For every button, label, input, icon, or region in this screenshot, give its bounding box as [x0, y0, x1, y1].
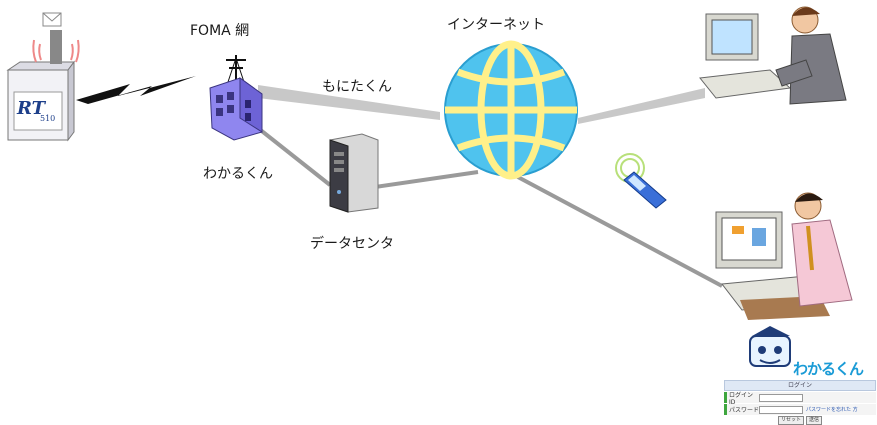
- wakaru-label: わかるくん: [203, 166, 273, 182]
- wakarukun-mascot-icon: [749, 326, 791, 367]
- link-internet-pc2: [515, 174, 723, 288]
- password-label: パスワード: [729, 407, 760, 414]
- login-id-label: ログインID: [729, 391, 754, 406]
- brand-logo: わかるくん: [793, 360, 864, 378]
- internet-globe-icon: [444, 40, 578, 180]
- lightning-icon: [76, 76, 196, 104]
- login-id-input[interactable]: [759, 393, 803, 402]
- foma-tower-icon: [209, 55, 263, 141]
- login-id-row: ログインID: [724, 391, 876, 406]
- rt510-device-icon: [6, 12, 80, 142]
- password-input[interactable]: [759, 405, 803, 414]
- monitor-label: もにたくん: [322, 79, 392, 95]
- submit-button[interactable]: 送信: [805, 416, 822, 425]
- login-form: ログイン ログインID パスワード パスワードを忘れた 方 リセット 送信: [724, 380, 876, 425]
- login-buttons: リセット 送信: [724, 416, 876, 425]
- reset-button[interactable]: リセット: [778, 416, 805, 425]
- server-icon: [329, 133, 379, 213]
- link-internet-pc1: [578, 88, 705, 124]
- device-model: 510: [40, 114, 56, 123]
- mobile-phone-icon: [615, 153, 667, 209]
- login-title: ログイン: [724, 380, 876, 391]
- datacenter-label: データセンタ: [310, 236, 394, 252]
- pc-user-bottom-icon: [715, 192, 853, 320]
- pc-user-top-icon: [699, 6, 847, 105]
- password-row: パスワード パスワードを忘れた 方: [724, 404, 876, 415]
- device-logo: RT: [17, 98, 46, 119]
- link-tower-internet: [258, 85, 440, 120]
- link-tower-datacenter: [256, 126, 332, 187]
- forgot-password-link[interactable]: パスワードを忘れた 方: [806, 407, 858, 413]
- internet-label: インターネット: [447, 17, 545, 33]
- foma-network-label: FOMA 網: [190, 23, 250, 39]
- link-datacenter-internet: [374, 170, 479, 189]
